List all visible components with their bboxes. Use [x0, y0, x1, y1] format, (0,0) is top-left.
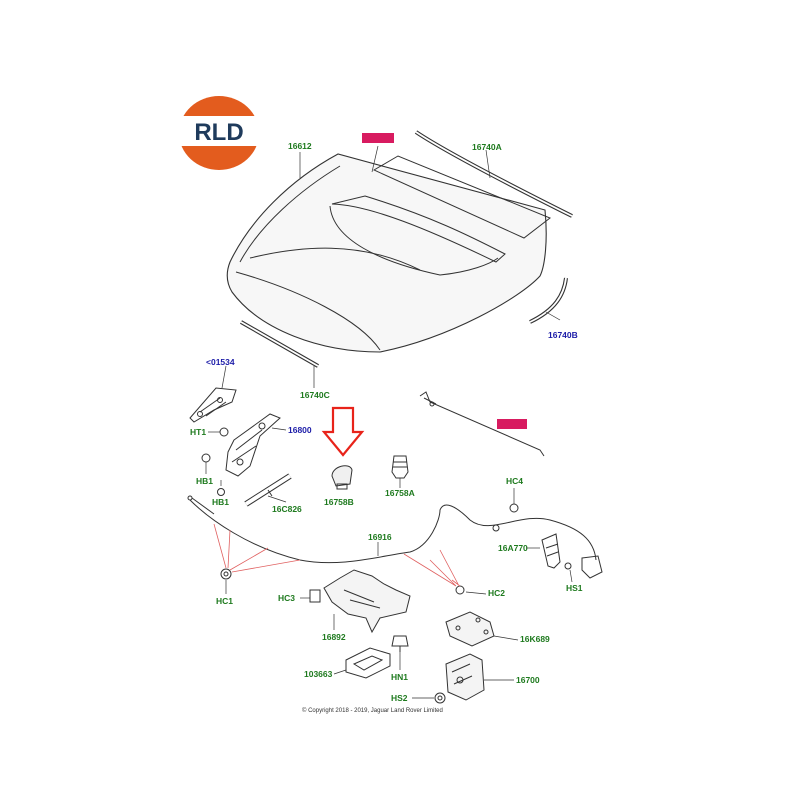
clip-hc1 — [213, 523, 301, 594]
rld-logo: RLD — [176, 96, 262, 170]
copyright-notice: © Copyright 2018 - 2019, Jaguar Land Rov… — [302, 707, 443, 714]
highlight-box-release-cable — [497, 419, 527, 429]
label-16740b: 16740B — [548, 330, 578, 340]
label-16700: 16700 — [516, 675, 540, 685]
bracket-16892 — [300, 569, 411, 634]
bump-stop-16758b — [331, 465, 353, 490]
label-16k689: 16K689 — [520, 634, 550, 644]
label-16a770: 16A770 — [498, 543, 528, 553]
label-01534: <01534 — [206, 357, 235, 367]
label-16612: 16612 — [288, 141, 312, 151]
release-cable-main — [187, 495, 597, 564]
label-16740a: 16740A — [472, 142, 502, 152]
tray-103663 — [333, 647, 391, 679]
hood-panel — [226, 153, 551, 353]
nut-hn1 — [391, 635, 409, 670]
seal-16740b — [529, 277, 568, 324]
release-handle — [526, 533, 603, 579]
latch-bracket — [445, 611, 519, 647]
logo-text: RLD — [194, 119, 243, 146]
label-hb1-lower: HB1 — [212, 497, 229, 507]
release-cable-upper — [419, 391, 545, 457]
seal-16740c — [240, 320, 319, 368]
gas-strut — [244, 473, 292, 507]
bump-stop-16758a — [391, 455, 409, 488]
label-hb1-upper: HB1 — [196, 476, 213, 486]
label-hn1: HN1 — [391, 672, 408, 682]
screw-hs1 — [564, 562, 573, 583]
hinge-assembly — [208, 413, 287, 477]
label-103663: 103663 — [304, 669, 333, 679]
screw-hs2 — [412, 692, 446, 704]
label-ht1: HT1 — [190, 427, 206, 437]
latch-assembly — [445, 653, 514, 701]
bolt-hb1 — [201, 453, 225, 496]
seal-16740a — [414, 130, 573, 218]
label-hc2: HC2 — [488, 588, 505, 598]
label-hc3: HC3 — [278, 593, 295, 603]
clip-hc2 — [403, 549, 487, 595]
label-16740c: 16740C — [300, 390, 330, 400]
clip-hc4 — [492, 488, 519, 532]
label-16800: 16800 — [288, 425, 312, 435]
label-16758b: 16758B — [324, 497, 354, 507]
label-16758a: 16758A — [385, 488, 415, 498]
label-hc4: HC4 — [506, 476, 523, 486]
label-16916: 16916 — [368, 532, 392, 542]
label-hc1: HC1 — [216, 596, 233, 606]
label-hs2: HS2 — [391, 693, 408, 703]
pointer-arrow — [321, 406, 365, 457]
hinge-bracket — [189, 365, 237, 423]
highlight-box-hood-insert — [362, 133, 394, 143]
label-16892: 16892 — [322, 632, 346, 642]
label-16c826: 16C826 — [272, 504, 302, 514]
label-hs1: HS1 — [566, 583, 583, 593]
